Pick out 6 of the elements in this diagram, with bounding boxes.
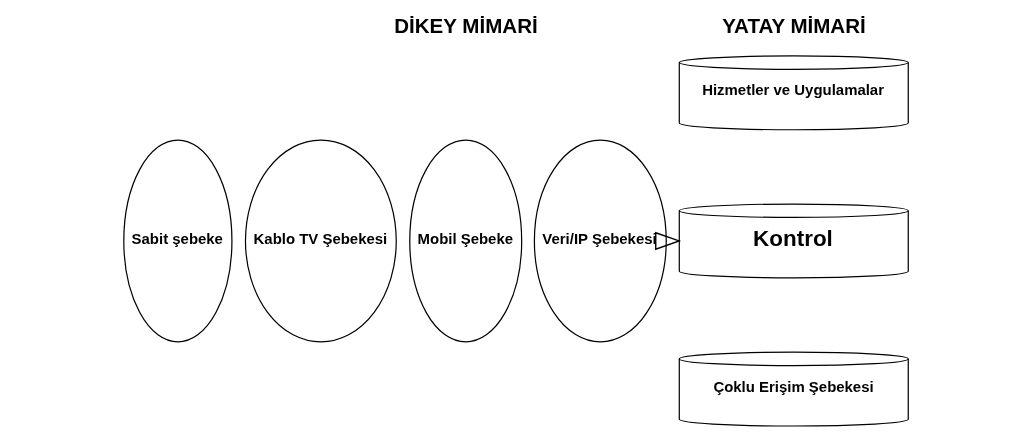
label: YATAY MİMARİ: [722, 14, 866, 38]
label: DİKEY MİMARİ: [394, 14, 538, 38]
arrow: [655, 231, 682, 251]
node-ellipse: Mobil Şebeke: [409, 139, 523, 343]
node-ellipse: Sabit şebeke: [123, 139, 233, 343]
node-ellipse: Kablo TV Şebekesi: [244, 139, 397, 343]
